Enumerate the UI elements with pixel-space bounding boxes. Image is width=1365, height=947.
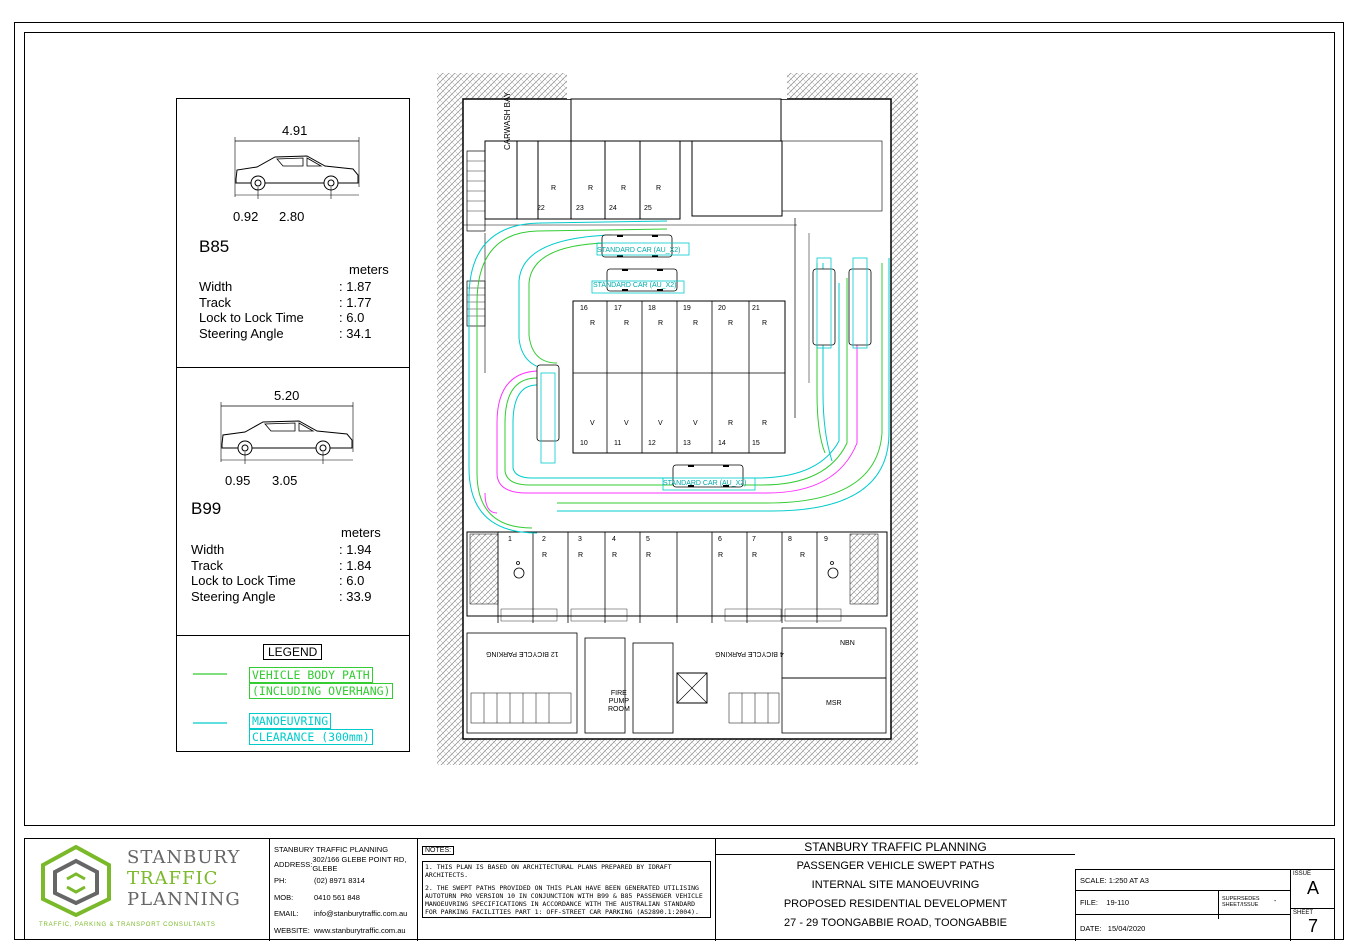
bay-7-tag: R [752,552,758,559]
bay-23: 23 [576,205,584,212]
bay-17: 17 [614,305,622,312]
bay-8: 8 [788,536,792,543]
panel-divider [177,367,409,368]
b85-units: meters [349,262,389,277]
b99-title: B99 [191,499,222,518]
swept-label-1: STANDARD CAR (AU_X2) [597,247,681,254]
bay-3-tag: R [578,552,584,559]
nbn-label: NBN [840,640,855,647]
swept-centreline [496,273,858,494]
fire-pump-label: FIRE PUMP ROOM [608,690,630,713]
bay-10-tag: V [590,420,595,427]
drawing-meta: SCALE: 1:250 AT A3 FILE: 19-110 SUPERSED… [1075,869,1290,941]
b85-length: 4.91 [282,123,308,138]
bay-14-tag: R [728,420,734,427]
logo-icon [41,845,111,917]
b99-front-overhang: 0.95 [225,473,251,488]
bay-14: 14 [718,440,726,447]
bay-5-tag: R [646,552,652,559]
bay-11-tag: V [624,420,629,427]
bay-2-tag: R [542,552,548,559]
bay-9: 9 [824,536,828,543]
title-block: STANBURY TRAFFIC PLANNING TRAFFIC, PARKI… [24,838,1335,941]
bay-5: 5 [646,536,650,543]
b99-specs: Width: 1.94 Track: 1.84 Lock to Lock Tim… [191,542,372,604]
logo-wordmark: STANBURY TRAFFIC PLANNING [127,847,241,910]
bay-2: 2 [542,536,546,543]
bay-21-tag: R [762,320,768,327]
drawing-area [24,32,1335,826]
bay-16-tag: R [590,320,596,327]
bay-18: 18 [648,305,656,312]
bay-12-tag: V [658,420,663,427]
b85-wheelbase: 2.80 [279,209,305,224]
b99-car-icon [220,402,354,464]
bay-8-tag: R [800,552,806,559]
bay-6-tag: R [718,552,724,559]
bay-4: 4 [612,536,616,543]
b99-wheelbase: 3.05 [272,473,298,488]
bay-24-tag: R [621,185,627,192]
swept-label-3: STANDARD CAR (AU_X2) [663,480,747,487]
bay-13-tag: V [693,420,698,427]
bay-15: 15 [752,440,760,447]
bay-16: 16 [580,305,588,312]
swept-clearance [468,220,668,534]
drawing-border [14,22,1344,940]
drawing-titles: STANBURY TRAFFIC PLANNING PASSENGER VEHI… [715,839,1075,941]
bay-20: 20 [718,305,726,312]
bay-6: 6 [718,536,722,543]
bay-7: 7 [752,536,756,543]
bay-24: 24 [609,205,617,212]
b99-units: meters [341,525,381,540]
b85-front-overhang: 0.92 [233,209,259,224]
bay-12: 12 [648,440,656,447]
b99-length: 5.20 [274,388,300,403]
legend-title: LEGEND [263,644,323,660]
bay-22-tag: R [551,185,557,192]
msr-label: MSR [826,700,842,707]
b85-car-icon [234,137,360,199]
bay-19: 19 [683,305,691,312]
bay-3: 3 [578,536,582,543]
bay-13: 13 [683,440,691,447]
b85-specs: Width: 1.87 Track: 1.77 Lock to Lock Tim… [199,279,372,341]
bay-19-tag: R [693,320,699,327]
bay-22: 22 [537,205,545,212]
bay-10: 10 [580,440,588,447]
issue-sheet: ISSUE A SHEET 7 [1290,869,1335,941]
bicycle-12-label: 12 BICYCLE PARKING [486,650,559,657]
bay-21: 21 [752,305,760,312]
bay-11: 11 [614,440,622,447]
swept-body-path [476,228,668,529]
bay-20-tag: R [728,320,734,327]
bay-18-tag: R [658,320,664,327]
bay-23-tag: R [588,185,594,192]
b85-title: B85 [199,237,230,256]
legend-body-path: VEHICLE BODY PATH(INCLUDING OVERHANG) [249,667,394,699]
floor-plan [437,73,918,765]
logo-tagline: TRAFFIC, PARKING & TRANSPORT CONSULTANTS [39,922,216,928]
bay-25: 25 [644,205,652,212]
notes: NOTES: 1. THIS PLAN IS BASED ON ARCHITEC… [417,839,715,941]
swept-label-2: STANDARD CAR (AU_X2) [593,282,677,289]
bay-15-tag: R [762,420,768,427]
bay-17-tag: R [624,320,630,327]
contact-info: STANBURY TRAFFIC PLANNING ADDRESS:302/16… [269,839,417,941]
bay-1: 1 [508,536,512,543]
bay-25-tag: R [656,185,662,192]
carwash-bay-label: CARWASH BAY [503,91,512,150]
bay-4-tag: R [612,552,618,559]
panel-divider [177,635,409,636]
legend-swatches [193,673,227,724]
bicycle-4-label: 4 BICYCLE PARKING [715,650,784,657]
vehicle-spec-panel: 4.91 0.92 2.80 B85 meters Width: 1.87 Tr… [176,98,410,752]
